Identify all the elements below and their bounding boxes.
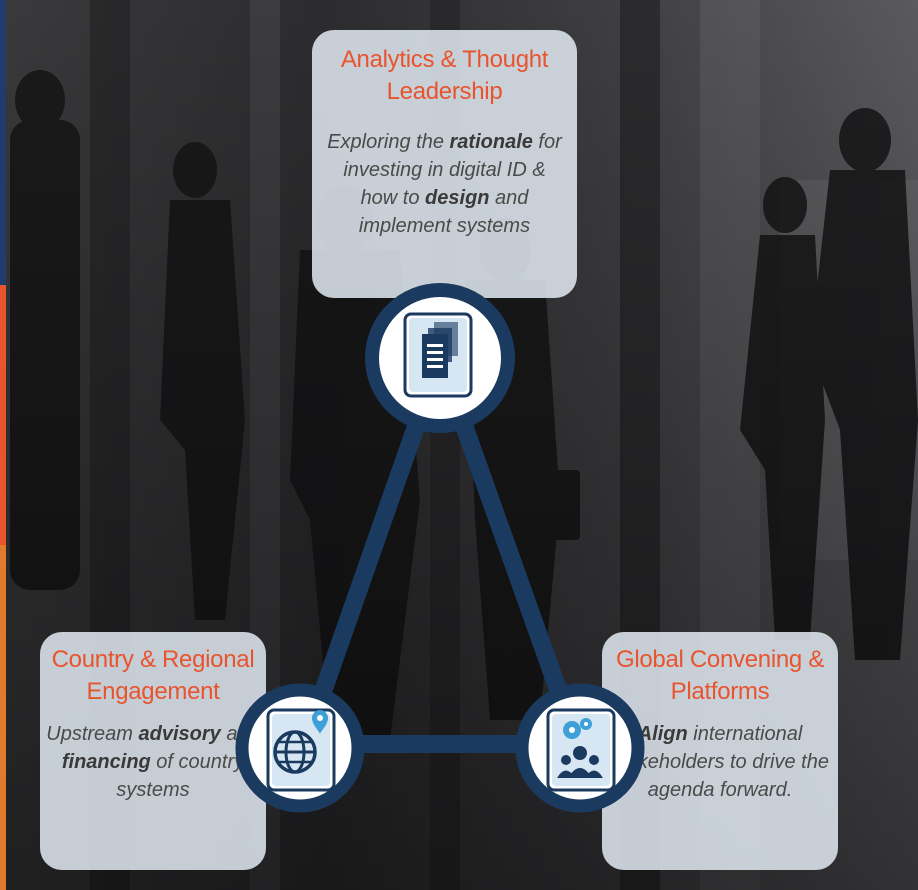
desc-segment: Upstream bbox=[46, 723, 139, 745]
desc-segment: financing bbox=[61, 751, 151, 773]
global-convening-title: Global Convening & Platforms bbox=[615, 646, 825, 705]
analytics-title: Analytics & Thought Leadership bbox=[340, 46, 549, 105]
desc-segment: of country systems bbox=[116, 751, 245, 801]
desc-segment: Exploring the bbox=[327, 131, 450, 153]
analytics-card: Analytics & Thought Leadership Exploring… bbox=[312, 30, 577, 298]
country-engagement-title: Country & Regional Engagement bbox=[51, 646, 255, 705]
desc-segment: international stakeholders to drive the … bbox=[611, 723, 829, 801]
country-engagement-card: Country & Regional Engagement Upstream a… bbox=[40, 632, 266, 870]
desc-segment: design bbox=[425, 187, 490, 209]
desc-segment: rationale bbox=[449, 131, 533, 153]
globe-pin-icon bbox=[235, 683, 365, 813]
desc-segment: advisory bbox=[138, 723, 221, 745]
document-icon bbox=[365, 283, 515, 433]
left-accent-bar bbox=[0, 0, 6, 890]
country-engagement-description: Upstream advisory and financing of count… bbox=[46, 720, 260, 804]
people-gears-icon bbox=[515, 683, 645, 813]
desc-segment: for investing in digital ID & how to bbox=[343, 131, 562, 209]
analytics-description: Exploring the rationale for investing in… bbox=[326, 128, 563, 240]
desc-segment: and implement systems bbox=[358, 187, 531, 237]
desc-segment: Align bbox=[637, 723, 688, 745]
global-convening-description: Align international stakeholders to driv… bbox=[610, 720, 830, 804]
